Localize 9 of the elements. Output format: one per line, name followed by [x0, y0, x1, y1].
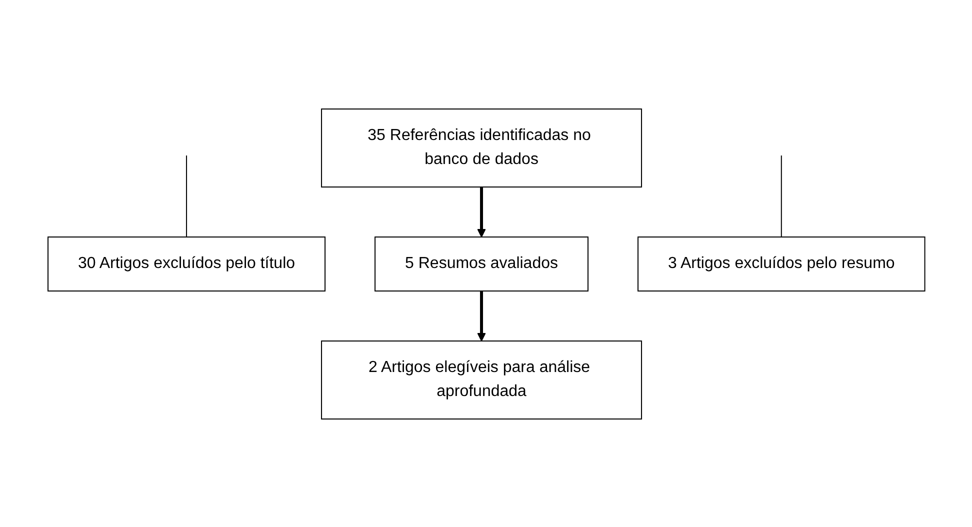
node-box: 30 Artigos excluídos pelo título [47, 236, 326, 291]
connector [780, 154, 782, 237]
arrow [476, 186, 486, 237]
connector [186, 154, 187, 237]
node-box: 3 Artigos excluídos pelo resumo [637, 236, 925, 291]
node-box: 35 Referências identificadas no banco de dados [320, 108, 642, 187]
node-box: 5 Resumos avaliados [374, 236, 588, 291]
node-box: 2 Artigos elegíveis para análise aprofundada [320, 340, 642, 419]
arrow [476, 290, 486, 341]
